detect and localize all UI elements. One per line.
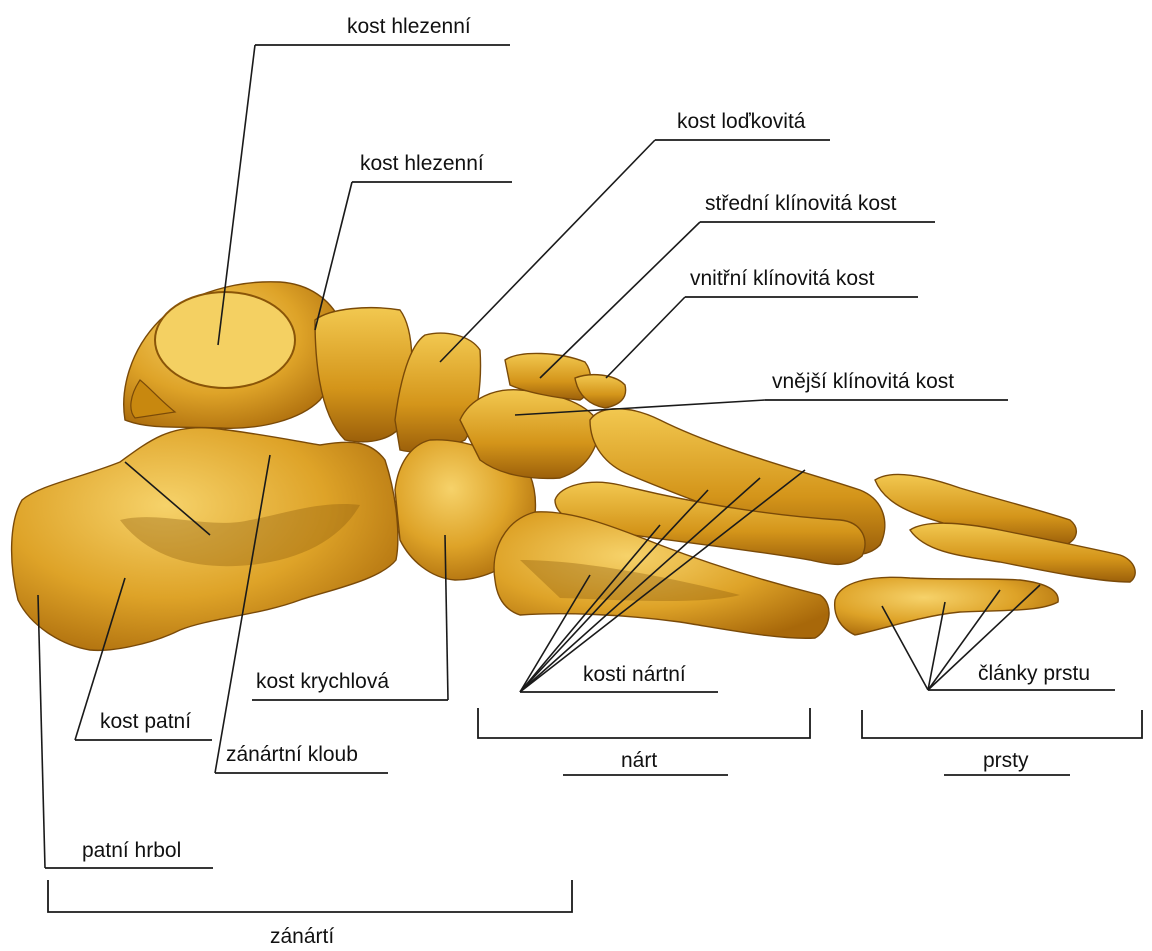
label-phalanges: články prstu (978, 662, 1090, 685)
phalanges-lateral-bone (835, 577, 1059, 635)
label-talus-top: kost hlezenní (347, 15, 471, 38)
group-brackets (48, 708, 1142, 912)
toes-bracket (862, 710, 1142, 738)
label-metatarsals: kosti nártní (583, 663, 686, 686)
label-navicular: kost loďkovitá (677, 110, 806, 133)
label-talus-second: kost hlezenní (360, 152, 484, 175)
label-calcaneus: kost patní (100, 710, 191, 733)
label-tarsus-group: zánártí (270, 925, 334, 948)
tarsus-bracket (48, 880, 572, 912)
foot-bones-illustration (12, 282, 1136, 651)
label-lateral-cuneiform: vnější klínovitá kost (772, 370, 954, 393)
label-medial-cuneiform: vnitřní klínovitá kost (690, 267, 875, 290)
label-tarsal-joint: zánártní kloub (226, 743, 358, 766)
metatarsus-bracket (478, 708, 810, 738)
label-metatarsus-group: nárt (621, 749, 657, 772)
label-toes-group: prsty (983, 749, 1029, 772)
label-intermediate-cuneiform: střední klínovitá kost (705, 192, 897, 215)
label-calcaneal-tuber: patní hrbol (82, 839, 181, 862)
medial-cuneiform-bone (575, 375, 626, 408)
label-cuboid: kost krychlová (256, 670, 389, 693)
